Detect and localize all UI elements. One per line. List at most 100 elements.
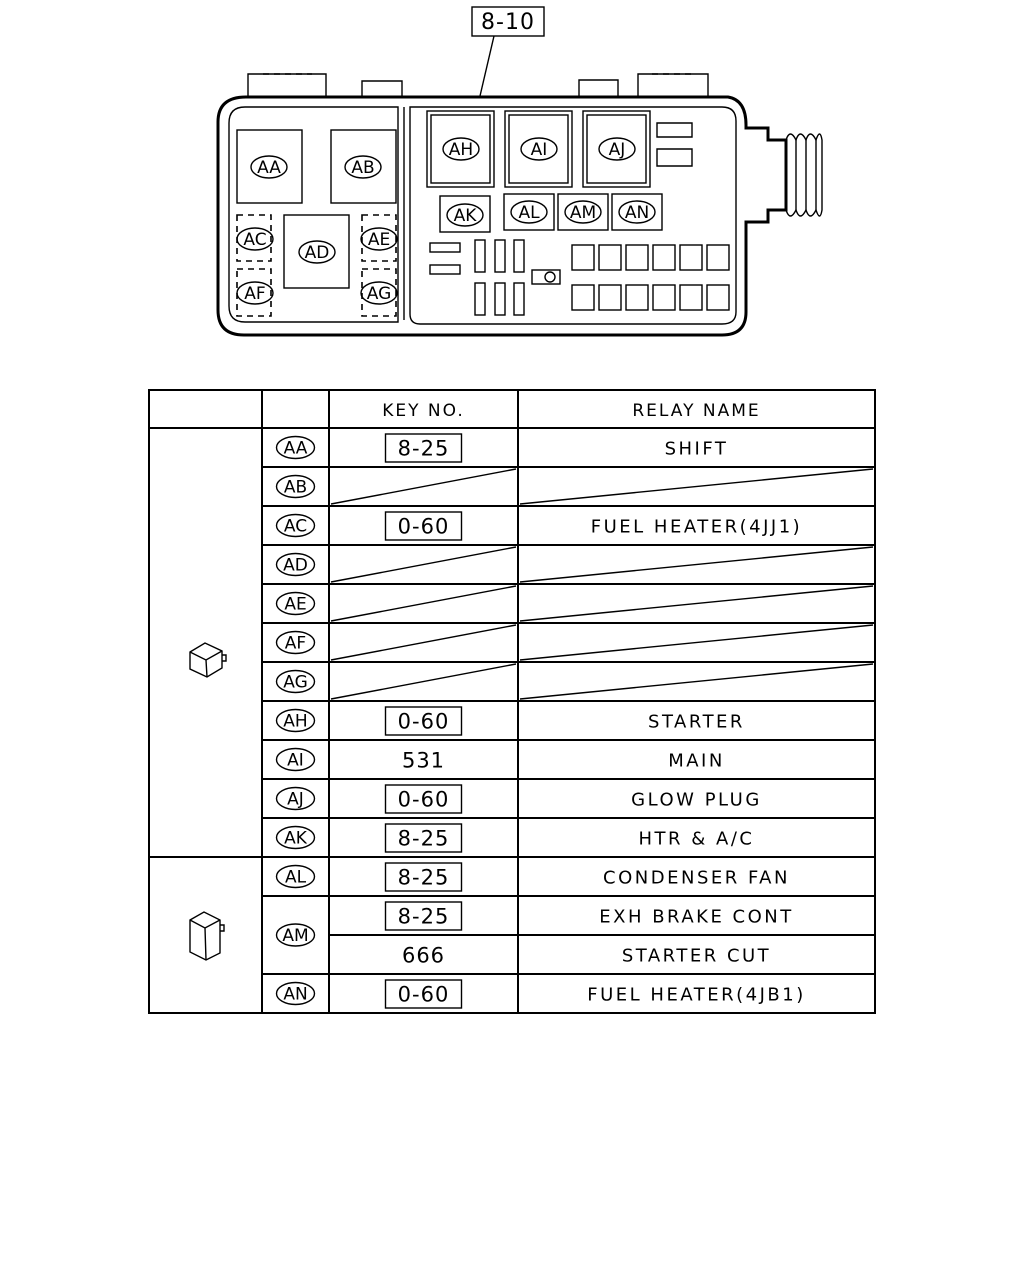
fuse-slot: [571, 244, 595, 271]
relay-name: STARTER CUT: [622, 946, 771, 967]
relay-name: CONDENSER FAN: [603, 868, 790, 889]
key-number: 8-25: [398, 437, 450, 461]
key-number: 8-25: [398, 905, 450, 929]
fuse-slot: [598, 244, 622, 271]
header-relay-name: RELAY NAME: [632, 401, 760, 421]
code-badge: [275, 591, 316, 616]
blank-name-slash: [519, 624, 874, 661]
table-row: AF: [262, 624, 875, 663]
box-label-ag: AG: [360, 281, 398, 305]
relay-name: HTR & A/C: [639, 829, 755, 850]
svg-text:AM: AM: [570, 203, 596, 223]
relay-name: STARTER: [648, 712, 745, 733]
code-badge: [275, 552, 316, 577]
table-row: AA 8-25 SHIFT: [262, 433, 875, 468]
fuse-slot: [625, 244, 649, 271]
box-label-af: AF: [236, 281, 274, 305]
relay-name: FUEL HEATER(4JB1): [587, 985, 805, 1006]
key-number: 0-60: [398, 788, 450, 812]
key-box: [384, 979, 463, 1009]
fuse-slot: [571, 284, 595, 311]
box-label-ae: AE: [360, 227, 398, 251]
blank-key-slash: [330, 468, 517, 505]
row-code: AC: [284, 517, 307, 537]
relay-name: GLOW PLUG: [631, 790, 762, 811]
box-label-am: AM: [564, 200, 602, 224]
row-code: AN: [283, 985, 307, 1005]
fuse-slot: [706, 244, 730, 271]
code-badge: [275, 708, 316, 733]
svg-text:AJ: AJ: [609, 140, 626, 160]
code-badge: [275, 747, 316, 772]
svg-text:AI: AI: [531, 140, 548, 160]
key-box: [384, 862, 463, 892]
key-number: 0-60: [398, 710, 450, 734]
row-code: AI: [287, 751, 304, 771]
right-relay-sockets: [426, 110, 730, 316]
svg-text:AA: AA: [257, 158, 281, 178]
key-number: 531: [402, 749, 445, 773]
row-code: AG: [283, 673, 308, 693]
row-code: AL: [285, 868, 307, 888]
svg-text:AB: AB: [351, 158, 374, 178]
code-badge: [275, 474, 316, 499]
row-code: AD: [283, 556, 308, 576]
reference-number: 8-10: [481, 10, 535, 35]
relay-cube-icon: [189, 642, 227, 678]
code-badge: [275, 669, 316, 694]
fuse-slot: [652, 284, 676, 311]
row-code: AE: [284, 595, 306, 615]
table-row: AD: [262, 546, 875, 585]
row-code: AA: [284, 439, 308, 459]
key-box: [384, 706, 463, 736]
svg-text:AC: AC: [243, 230, 266, 250]
svg-text:AH: AH: [449, 140, 473, 160]
table-row: AM 8-25 EXH BRAKE CONT: [275, 901, 875, 947]
box-label-ah: AH: [442, 137, 480, 161]
blank-key-slash: [330, 663, 517, 700]
box-label-an: AN: [618, 200, 656, 224]
blank-name-slash: [519, 546, 874, 583]
row-code: AJ: [287, 790, 304, 810]
key-box: [384, 511, 463, 541]
row-code: AM: [282, 926, 308, 946]
key-box: [384, 433, 463, 463]
key-number: 0-60: [398, 515, 450, 539]
relay-name: FUEL HEATER(4JJ1): [591, 517, 802, 538]
header-key-no: KEY NO.: [382, 401, 465, 421]
relay-name: EXH BRAKE CONT: [599, 907, 794, 928]
relay-tall-icon: [189, 911, 225, 961]
fuse-slot: [706, 284, 730, 311]
table-row: AI 531 MAIN: [262, 747, 875, 780]
svg-text:AN: AN: [625, 203, 649, 223]
svg-text:AG: AG: [367, 284, 392, 304]
fuse-slot: [679, 244, 703, 271]
code-badge: [275, 923, 316, 947]
code-badge: [275, 786, 316, 811]
key-box: [384, 823, 463, 853]
code-badge: [275, 513, 316, 538]
blank-key-slash: [330, 624, 517, 661]
box-label-ak: AK: [446, 203, 484, 227]
table-row: AB: [262, 468, 875, 507]
relay-name: MAIN: [668, 751, 725, 772]
relay-name: SHIFT: [665, 439, 729, 460]
box-label-aa: AA: [250, 155, 288, 179]
blank-name-slash: [519, 663, 874, 700]
svg-text:AL: AL: [518, 203, 540, 223]
reference-callout: 8-10: [471, 6, 545, 97]
row-code: AB: [284, 478, 307, 498]
key-box: [384, 901, 463, 931]
fuse-slot: [679, 284, 703, 311]
fuse-slot: [598, 284, 622, 311]
code-badge: [275, 825, 316, 850]
box-label-ac: AC: [236, 227, 274, 251]
key-number: 666: [402, 944, 445, 968]
code-badge: [275, 630, 316, 655]
